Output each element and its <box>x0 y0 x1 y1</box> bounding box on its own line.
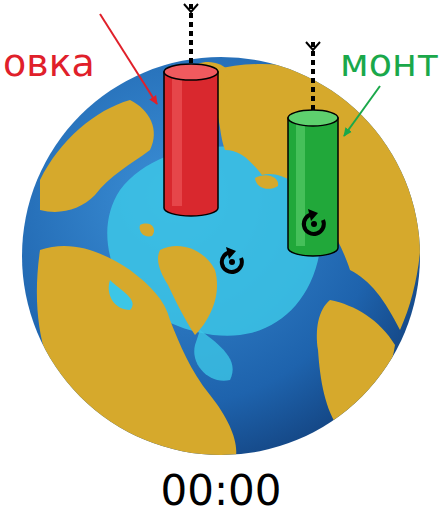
greenland <box>158 246 217 335</box>
ice <box>194 330 232 381</box>
north-america <box>37 246 236 460</box>
island <box>255 175 278 189</box>
red-cylinder <box>164 4 218 216</box>
leader-line <box>344 86 380 136</box>
rotation-symbol <box>222 247 242 272</box>
callout-label: овка <box>3 44 95 82</box>
europe <box>40 100 154 212</box>
island <box>140 223 154 236</box>
time-label: 00:00 <box>160 470 281 512</box>
leader-line <box>100 14 157 104</box>
hudson-bay <box>109 280 133 310</box>
callout-label: монт <box>340 44 439 82</box>
eurasia <box>205 64 422 330</box>
green-cylinder <box>288 42 338 256</box>
alaska <box>317 300 395 430</box>
